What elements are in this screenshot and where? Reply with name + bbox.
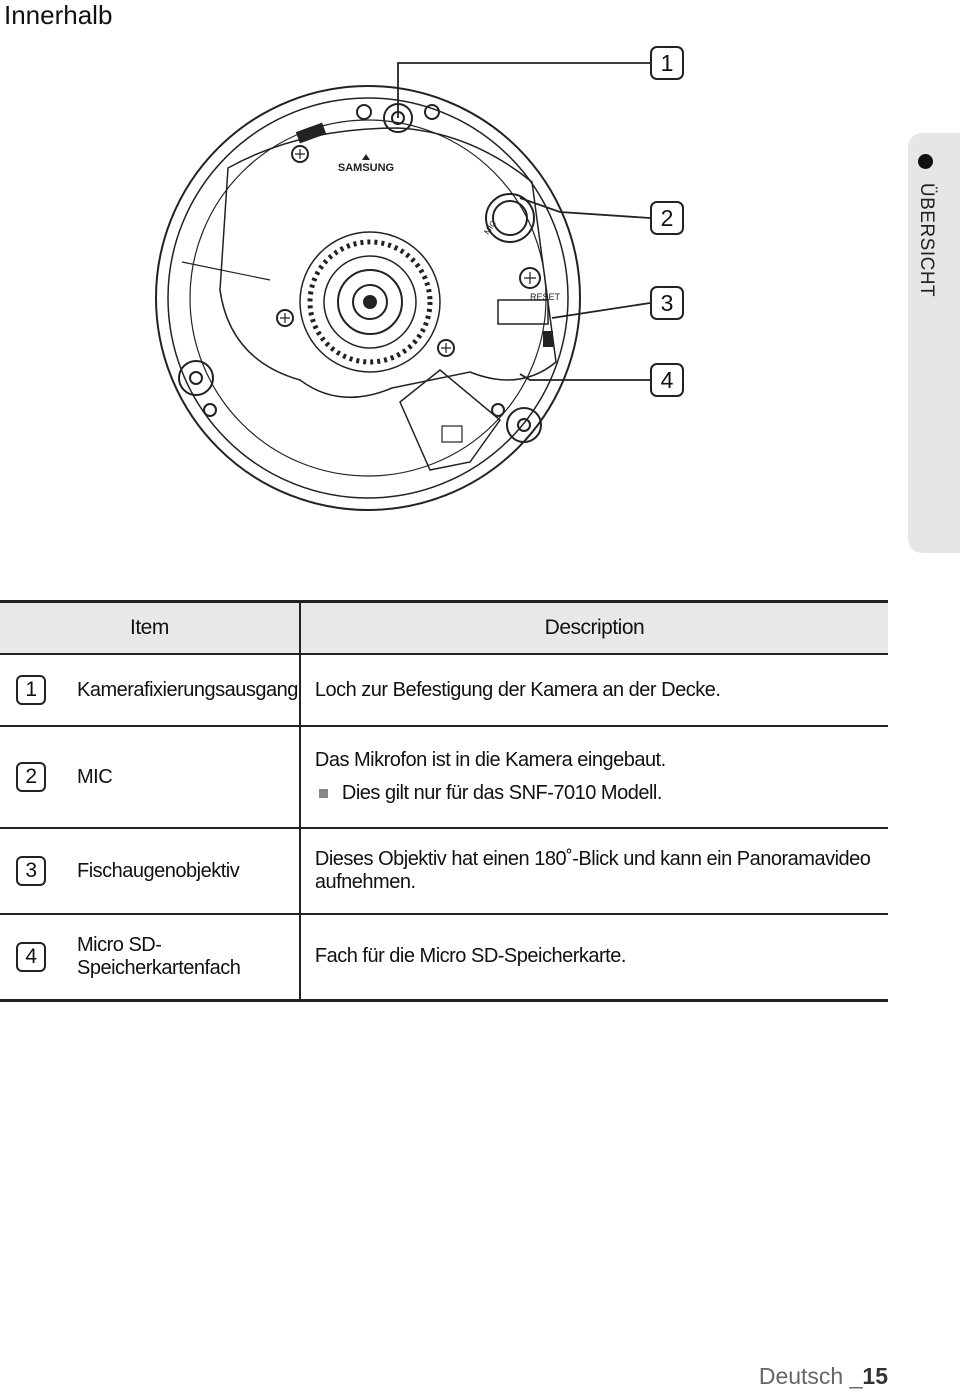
row-number-box: 3 [16, 856, 46, 886]
callout-1: 1 [650, 46, 684, 80]
mic-component [485, 193, 535, 243]
camera-inside-diagram: SAMSUNG MIC RESET [155, 62, 651, 511]
note-bullet-icon [318, 789, 328, 798]
page-title: Innerhalb [4, 0, 113, 30]
table-header-row: Item Description [0, 600, 888, 655]
callout-2: 2 [650, 201, 684, 235]
page-footer: Deutsch _15 [759, 1363, 888, 1390]
item-description: Loch zur Befestigung der Kamera an der D… [314, 678, 721, 701]
item-name: Kamerafixierungsausgang [77, 678, 298, 701]
footer-language: Deutsch _ [758, 1363, 863, 1389]
fisheye-lens [299, 231, 441, 373]
side-tab [908, 133, 960, 553]
row-number-box: 1 [16, 675, 46, 705]
callout-leaders [397, 62, 651, 381]
item-name: Micro SD-Speicherkartenfach [77, 933, 241, 979]
housing-outer-ring [155, 85, 581, 511]
item-description: Fach für die Micro SD-Speicherkarte. [314, 945, 627, 968]
header-item: Item [0, 600, 301, 655]
row-number-box: 4 [16, 941, 46, 972]
header-description: Description [299, 600, 888, 655]
brand-text: SAMSUNG [338, 162, 394, 174]
side-tab-bullet [918, 154, 933, 169]
reset-text: RESET [530, 292, 561, 302]
table-row: 3 Fischaugenobjektiv Dieses Objektiv hat… [0, 828, 888, 915]
callout-4: 4 [650, 363, 684, 397]
item-name: MIC [77, 765, 113, 788]
page-number: 15 [862, 1363, 888, 1389]
table-row: 2 MIC Das Mikrofon ist in die Kamera ein… [0, 726, 888, 829]
row-number-box: 2 [16, 762, 46, 792]
plate-screws [276, 145, 541, 357]
callout-3: 3 [650, 286, 684, 320]
item-name: Fischaugenobjektiv [77, 859, 240, 882]
item-description: Dieses Objektiv hat einen 180˚-Blick und… [314, 848, 871, 893]
table-row: 4 Micro SD-Speicherkartenfach Fach für d… [0, 914, 888, 1002]
sd-card-slot [497, 299, 549, 325]
item-note: Dies gilt nur für das SNF-7010 Modell. [341, 782, 663, 804]
item-description: Das Mikrofon ist in die Kamera eingebaut… [314, 749, 666, 771]
side-tab-label: ÜBERSICHT [916, 182, 937, 298]
table-row: 1 Kamerafixierungsausgang Loch zur Befes… [0, 654, 888, 727]
components-table: Item Description 1 Kamerafixierungsausga… [0, 600, 888, 1002]
